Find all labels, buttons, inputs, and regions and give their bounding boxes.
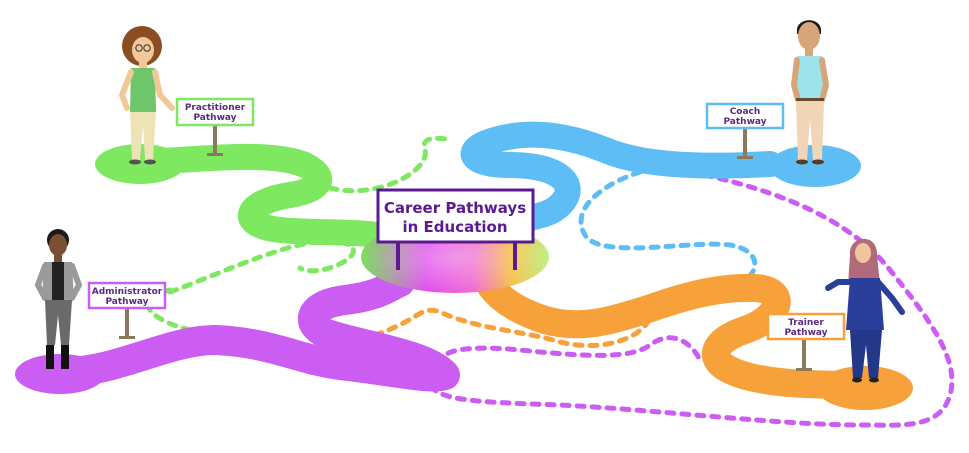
dotted-connector-green-top <box>327 135 455 194</box>
center-title-line1: Career Pathways <box>384 199 526 217</box>
central-hub: Career Pathways in Education <box>361 188 549 293</box>
coach-sign: Coach Pathway <box>705 102 785 159</box>
administrator-sign-post <box>125 306 129 338</box>
dotted-connector-purple-long <box>427 169 955 428</box>
administrator-arm-left <box>34 263 48 301</box>
trainer-path <box>476 271 879 399</box>
solid-paths <box>55 121 879 399</box>
practitioner-shoe-left <box>129 159 141 165</box>
administrator-arm-right <box>69 263 83 301</box>
practitioner-sign-line2: Pathway <box>193 113 236 123</box>
practitioner-sign-base <box>207 153 223 156</box>
practitioner-glasses-left <box>135 44 143 52</box>
practitioner-shoe-right <box>144 159 156 165</box>
practitioner-character <box>118 26 175 165</box>
administrator-pants <box>45 300 72 345</box>
coach-head <box>798 22 820 50</box>
trainer-disc <box>817 366 913 410</box>
administrator-head <box>49 234 67 256</box>
trainer-arm-left <box>825 279 855 291</box>
practitioner-sign-post <box>213 122 217 156</box>
dotted-connector-green-left <box>167 238 356 295</box>
administrator-sign: Administrator Pathway <box>87 281 167 339</box>
dotted-connector-blue <box>578 169 758 283</box>
administrator-disc <box>15 354 105 394</box>
trainer-sign: Trainer Pathway <box>766 312 846 371</box>
administrator-top <box>52 262 64 300</box>
trainer-jacket <box>846 278 884 330</box>
coach-sign-board <box>705 102 785 130</box>
practitioner-glasses-right <box>143 44 151 52</box>
coach-neck <box>805 48 813 56</box>
practitioner-top <box>130 68 156 112</box>
coach-shirt <box>795 56 825 98</box>
practitioner-sign: Practitioner Pathway <box>175 97 255 156</box>
practitioner-sign-line1: Practitioner <box>185 103 246 113</box>
trainer-sign-post <box>802 338 806 370</box>
trainer-shoe-right <box>869 377 879 383</box>
trainer-shoe-left <box>852 377 862 383</box>
practitioner-arm-left <box>118 69 134 111</box>
coach-arm-right <box>819 57 830 103</box>
coach-arm-left <box>790 57 801 103</box>
administrator-character <box>34 229 83 369</box>
administrator-path <box>55 267 460 392</box>
trainer-arm-right <box>875 279 905 315</box>
administrator-sign-base <box>119 336 135 339</box>
administrator-sign-line2: Pathway <box>105 297 148 307</box>
trainer-sign-line1: Trainer <box>788 318 824 328</box>
center-sign-post-left <box>396 238 400 270</box>
practitioner-head <box>132 37 154 63</box>
administrator-boot-left <box>46 345 54 369</box>
coach-disc <box>769 145 861 187</box>
trainer-pants <box>850 330 882 378</box>
practitioner-sign-board <box>175 97 255 127</box>
coach-sign-post <box>743 126 747 158</box>
center-sign-post-right <box>513 238 517 270</box>
coach-sign-line2: Pathway <box>723 117 766 127</box>
coach-sign-base <box>737 156 753 159</box>
coach-pants <box>796 101 824 160</box>
coach-sign-line1: Coach <box>730 107 761 117</box>
center-title-line2: in Education <box>402 218 507 236</box>
coach-shoe-left <box>796 159 808 165</box>
coach-character <box>790 20 830 165</box>
trainer-sign-base <box>796 368 812 371</box>
administrator-boot-right <box>61 345 69 369</box>
coach-path <box>460 121 783 243</box>
coach-belt <box>796 98 824 101</box>
trainer-sign-board <box>766 312 846 341</box>
center-sign-board <box>376 188 535 244</box>
administrator-sign-line1: Administrator <box>92 287 163 297</box>
practitioner-disc <box>95 144 185 184</box>
dotted-connector-purple-lower <box>442 335 703 368</box>
administrator-neck <box>54 255 62 262</box>
coach-shoe-right <box>812 159 824 165</box>
practitioner-path <box>127 143 408 251</box>
dotted-connector-orange <box>372 307 653 349</box>
trainer-head <box>855 243 871 263</box>
practitioner-neck <box>139 61 147 69</box>
practitioner-arm-right <box>152 69 175 111</box>
trainer-character <box>825 238 905 383</box>
practitioner-pants <box>130 112 156 160</box>
administrator-sign-board <box>87 281 167 310</box>
trainer-sign-line2: Pathway <box>784 328 827 338</box>
